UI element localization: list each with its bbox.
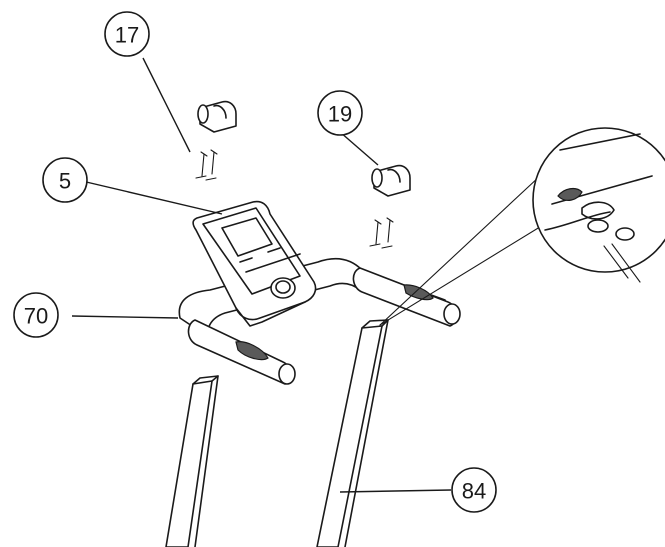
callout-5: 5 [42,157,88,203]
callout-17: 17 [104,11,150,57]
callout-19: 19 [317,90,363,136]
leader-70 [71,315,179,319]
callout-70-label: 70 [24,304,48,329]
leader-19 [339,131,379,166]
screws-console [195,149,218,181]
leader-17 [142,57,191,153]
leader-5 [81,180,223,215]
left-upright-tube [165,375,219,547]
callout-84: 84 [451,467,497,513]
detail-magnifier [379,127,665,326]
callout-17-label: 17 [115,23,139,48]
cap-19 [371,164,411,197]
console-5 [192,200,317,327]
callout-84-label: 84 [462,479,486,504]
callout-70: 70 [13,292,59,338]
handlebar-70 [178,257,461,385]
screws-right [369,217,394,249]
leader-84 [339,489,452,493]
callout-5-label: 5 [59,169,71,194]
callout-19-label: 19 [328,102,352,127]
right-upright-tube-84 [316,319,389,547]
cap-17 [197,100,237,133]
